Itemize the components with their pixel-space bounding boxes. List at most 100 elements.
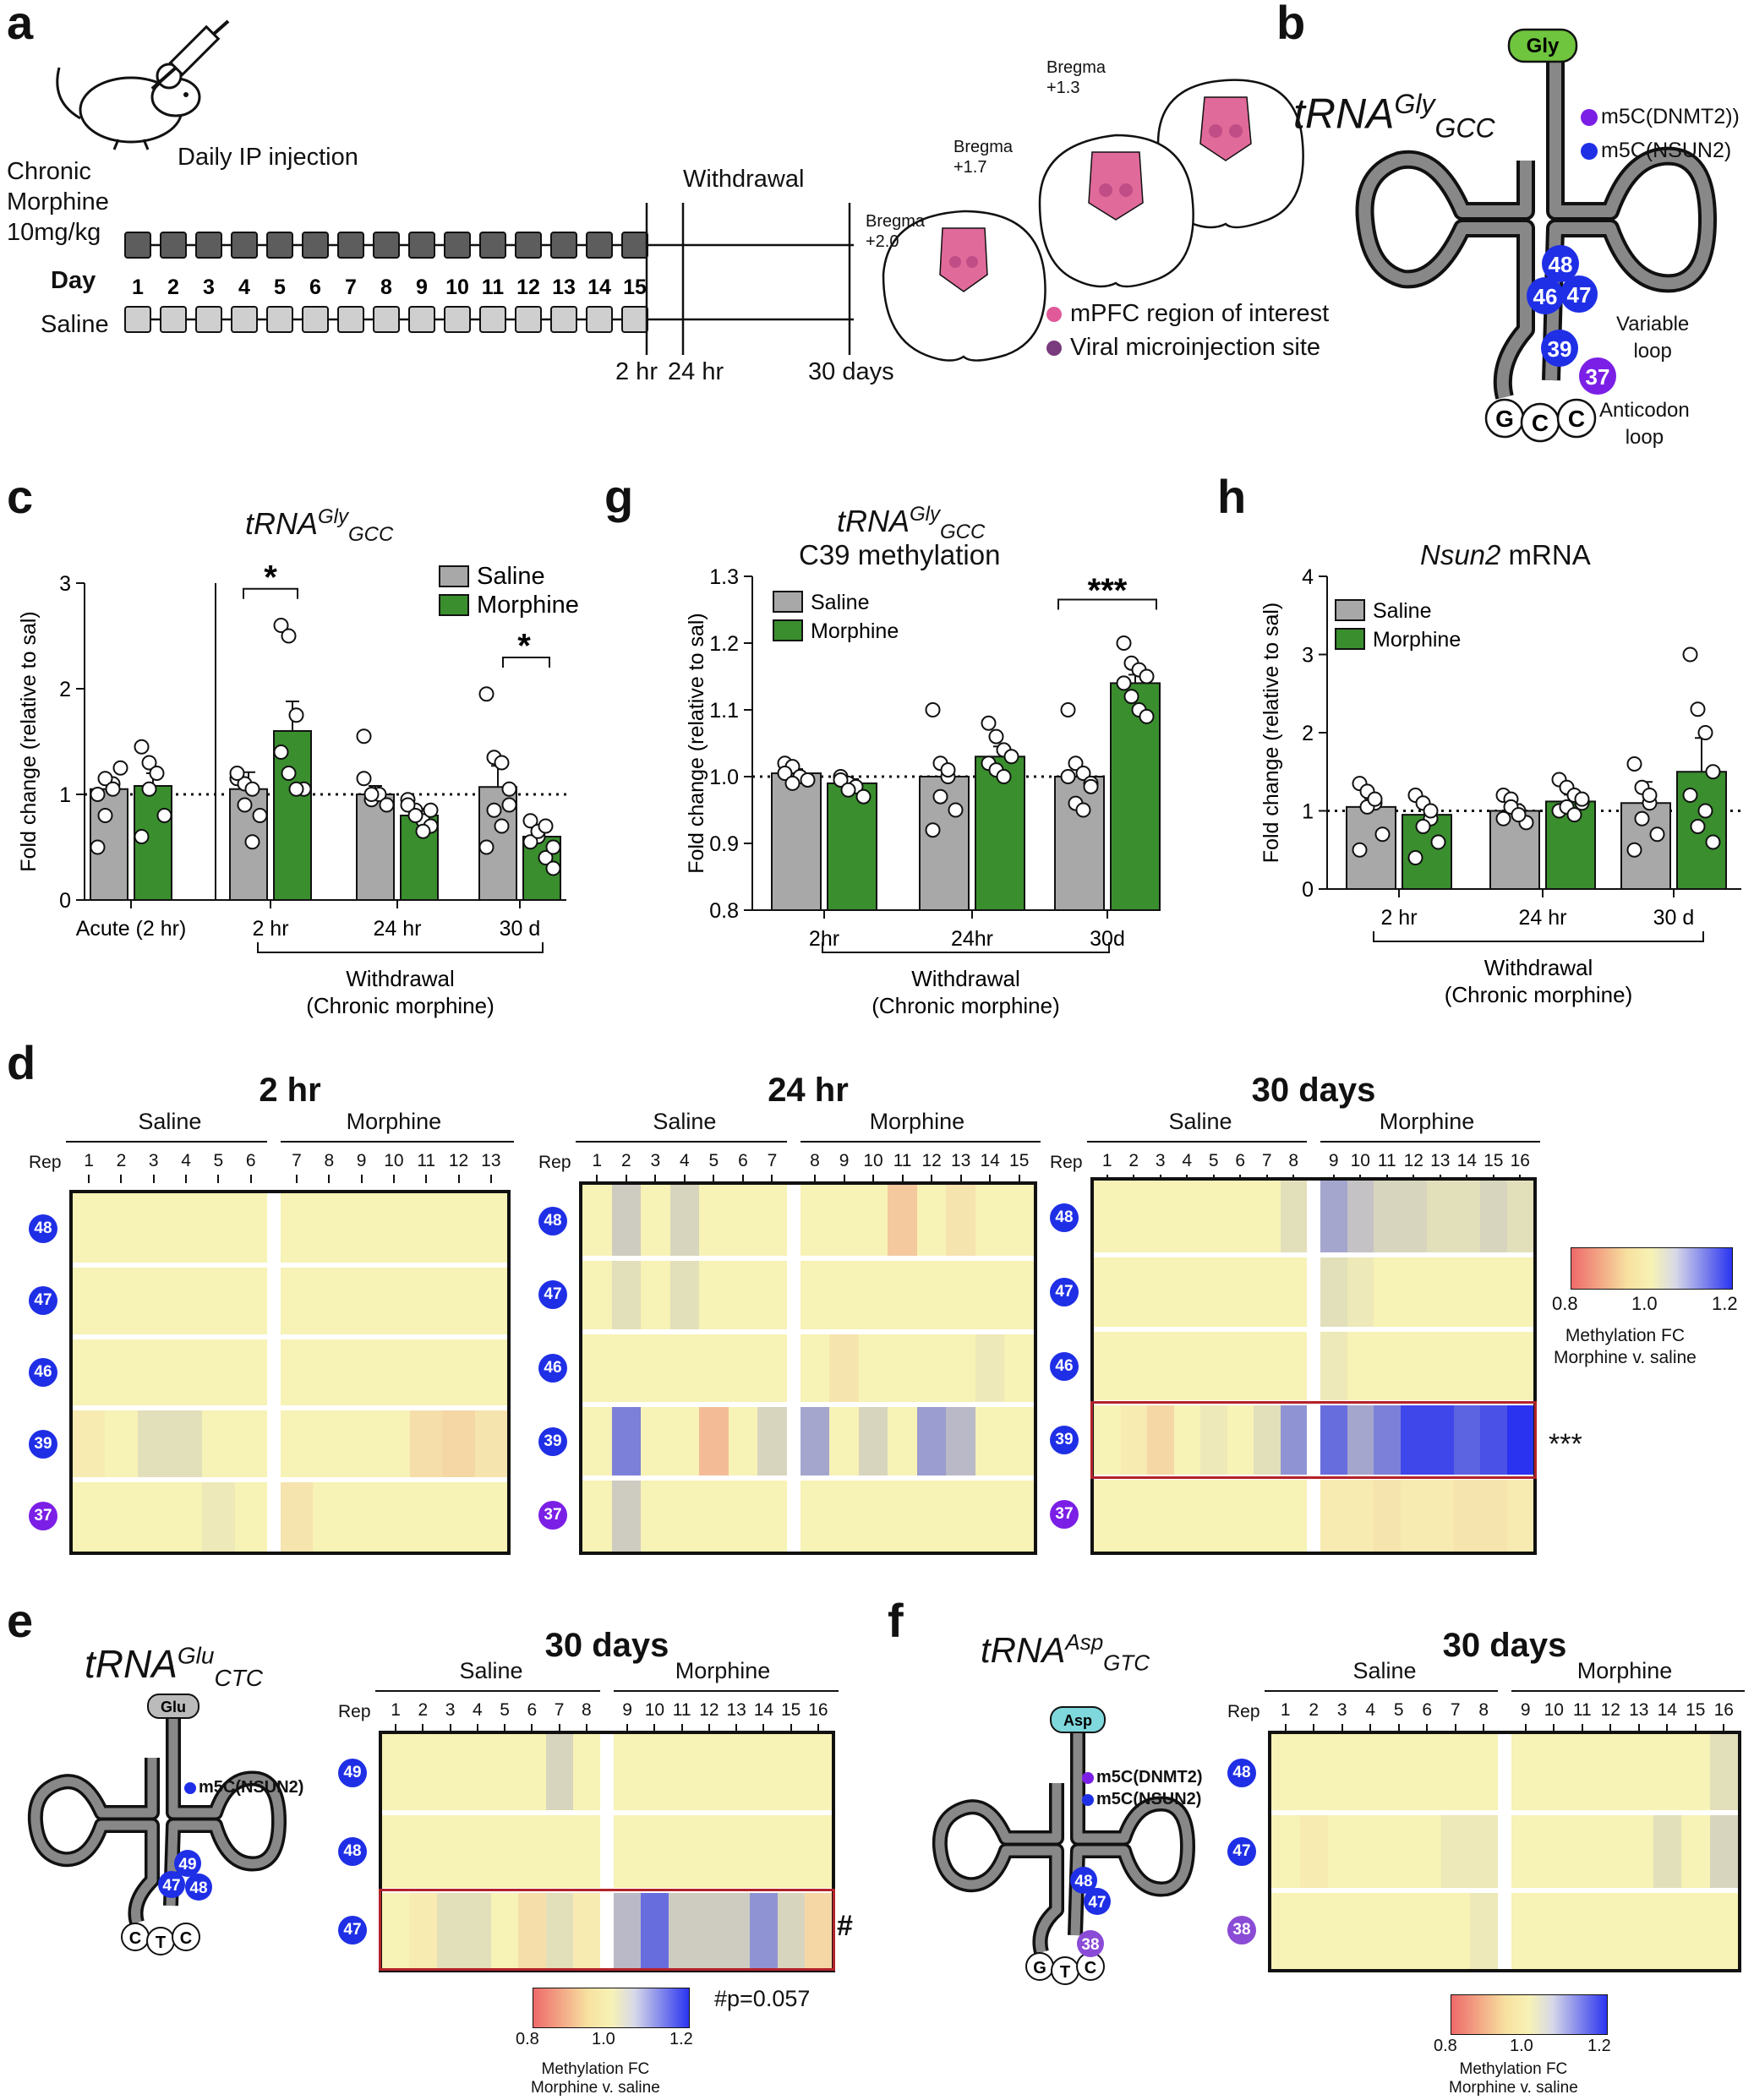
heatmap-cell [695, 1890, 724, 1969]
morphine-day-box [337, 232, 364, 259]
heatmap-cell [474, 1193, 507, 1265]
heatmap-cell [1173, 1254, 1201, 1329]
y-tick-label: 3 [59, 572, 71, 596]
heatmap-cell [611, 1331, 642, 1405]
heatmap-cell [1347, 1328, 1374, 1404]
heatmap-cell [946, 1478, 976, 1552]
sig-star-30d: * [517, 628, 531, 665]
site-badge-47: 47 [1227, 1837, 1256, 1866]
heatmap-cell [410, 1336, 443, 1409]
heatmap-cell [669, 1331, 700, 1405]
heatmap-cell [975, 1478, 1005, 1552]
colorscale-f-min: 0.8 [1434, 2037, 1457, 2055]
heatmap-cell [695, 1734, 724, 1813]
sig-bracket-30d [1057, 598, 1157, 610]
heatmap-title: 24 hr [768, 1072, 849, 1109]
heatmap-cell [1653, 1734, 1682, 1813]
data-point [996, 769, 1012, 784]
rep-tick [504, 1724, 506, 1732]
saline-day-box [266, 306, 293, 333]
heatmap-cell [1120, 1254, 1148, 1329]
heatmap-cell [1511, 1890, 1540, 1969]
data-point [105, 781, 121, 797]
data-point [800, 772, 816, 788]
heatmap-cell [409, 1812, 437, 1891]
heatmap-cell [410, 1480, 443, 1552]
heatmap-cell [1120, 1403, 1148, 1478]
rep-number: 1 [391, 1700, 401, 1720]
sig-stars-30d: *** [1088, 572, 1128, 609]
heatmap-cell [1147, 1254, 1174, 1329]
heatmap-cell [668, 1890, 697, 1969]
heatmap-title: 2 hr [259, 1072, 321, 1109]
rep-tick [88, 1175, 90, 1183]
data-point [112, 760, 128, 776]
heatmap-cell [1320, 1254, 1347, 1329]
heatmap-cell [518, 1734, 546, 1813]
morphine-day-box [124, 232, 151, 259]
data-point [90, 787, 106, 802]
saline-day-box [479, 306, 506, 333]
morphine-header: Morphine [675, 1658, 771, 1683]
chronic-line-1: Chronic [7, 158, 91, 185]
rep-tick [654, 1175, 657, 1183]
rep-tick [449, 1724, 451, 1732]
colorscale-f-mid: 1.0 [1510, 2037, 1533, 2055]
rep-tick [1609, 1724, 1612, 1732]
heatmap-cell [1539, 1890, 1569, 1969]
heatmap-cell [169, 1336, 203, 1409]
svg-text:G: G [1495, 406, 1514, 432]
trna-glu-title: tRNAGluCTC [85, 1642, 264, 1692]
rep-tick [1341, 1724, 1343, 1732]
legend-mpfc: mPFC region of interest [1046, 300, 1329, 328]
heatmap-cell [313, 1480, 346, 1552]
colorscale-bar-e [533, 1988, 690, 2028]
data-point [281, 628, 297, 644]
heatmap-cell [1709, 1890, 1738, 1969]
row-separator [582, 1328, 1034, 1334]
row-separator [73, 1262, 507, 1268]
heatmap-cell [1681, 1734, 1710, 1813]
withdrawal-bracket [822, 942, 1110, 953]
heatmap-cell [975, 1405, 1005, 1479]
heatmap-cell [491, 1734, 519, 1813]
heatmap-cell [377, 1336, 411, 1409]
rep-number: 4 [1365, 1700, 1376, 1720]
heatmap-cell [377, 1193, 411, 1265]
data-point [356, 728, 372, 745]
svg-text:48: 48 [189, 1879, 207, 1897]
heatmap-cell [1320, 1328, 1347, 1404]
svg-text:38: 38 [1081, 1936, 1099, 1954]
heatmap-cell [668, 1812, 697, 1891]
rep-number: 2 [1309, 1700, 1320, 1720]
morphine-day-box [479, 232, 506, 259]
bregma-1-7: Bregma+1.7 [953, 138, 1014, 177]
day-number: 12 [516, 275, 540, 299]
heatmap-cell [699, 1405, 729, 1479]
data-point [545, 860, 561, 876]
heatmap-cell [1094, 1254, 1121, 1329]
heatmap-cell [202, 1193, 236, 1265]
data-point [252, 808, 268, 823]
heatmap-cell [1480, 1181, 1507, 1255]
data-point [1068, 755, 1084, 772]
heatmap-cell [1427, 1477, 1454, 1552]
rep-number: 5 [1208, 1151, 1219, 1170]
heatmap-cell [1506, 1254, 1533, 1329]
heatmap-title: 30 days [544, 1627, 669, 1664]
morphine-header: Morphine [346, 1109, 442, 1134]
heatmap-cell [1299, 1812, 1329, 1891]
heatmap-cell [699, 1331, 729, 1405]
heatmap-cell [804, 1734, 832, 1813]
svg-text:T: T [1060, 1963, 1070, 1982]
heatmap-cell [1400, 1403, 1428, 1478]
site-badge-47: 47 [538, 1280, 567, 1310]
heatmap-cell [382, 1890, 410, 1969]
heatmap-cell [1511, 1812, 1540, 1891]
heatmap-cell [858, 1478, 888, 1552]
group-separator [786, 1185, 801, 1552]
heatmap-cell [1596, 1890, 1626, 1969]
svg-text:48: 48 [1074, 1873, 1092, 1890]
bregma-1-3: Bregma+1.3 [1046, 58, 1106, 97]
